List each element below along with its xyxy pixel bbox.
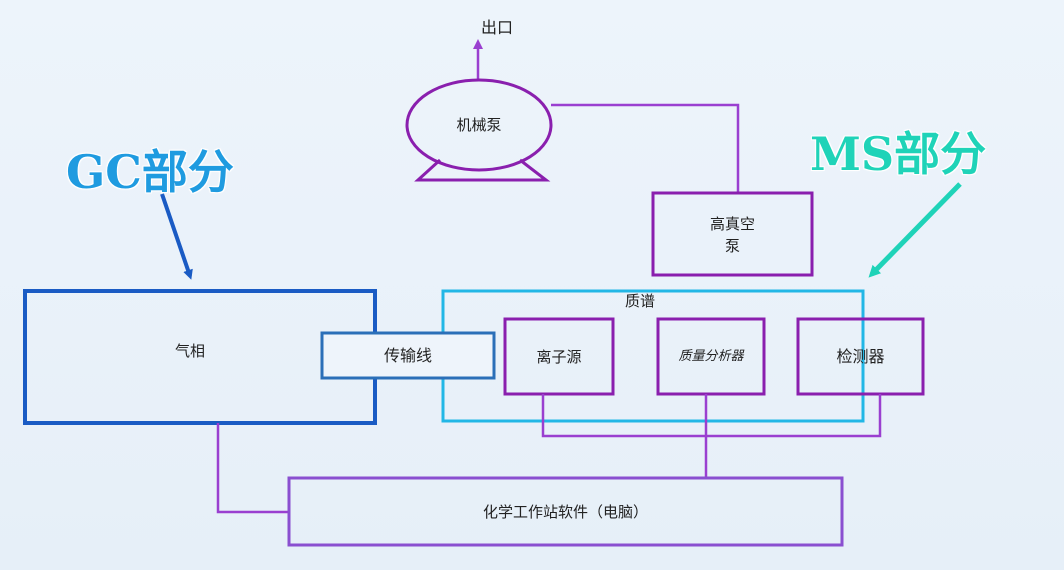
outlet-label: 出口 <box>480 18 513 37</box>
ms-section-title: MS部分 <box>810 127 987 181</box>
mech-pump-stand <box>414 158 551 182</box>
analyzer-box <box>656 317 766 396</box>
hv-pump-label: 高真空 泵 <box>709 215 755 255</box>
hv-pump-box <box>651 191 814 277</box>
gc-link <box>216 423 289 514</box>
mass-spec-label: 质谱 <box>624 292 655 310</box>
analyzer-label: 质量分析器 <box>678 348 744 364</box>
gc-callout-arrow <box>160 193 193 280</box>
transfer-line-box <box>320 331 496 380</box>
detector-box <box>796 317 925 396</box>
ms-callout-arrow <box>868 182 962 278</box>
mech-pump-label: 机械泵 <box>456 116 502 134</box>
transfer-line-label: 传输线 <box>383 345 432 365</box>
ion-source-label: 离子源 <box>536 347 582 366</box>
ion-source-box <box>503 317 615 396</box>
pump-line <box>551 103 740 193</box>
software-box <box>287 476 844 547</box>
software-label: 化学工作站软件（电脑） <box>482 502 648 521</box>
mech-pump-shape <box>405 78 553 172</box>
gc-label: 气相 <box>174 342 205 360</box>
ms-bus-line <box>541 394 882 438</box>
gc-section-title: GC部分 <box>66 145 234 199</box>
detector-label: 检测器 <box>836 346 885 366</box>
